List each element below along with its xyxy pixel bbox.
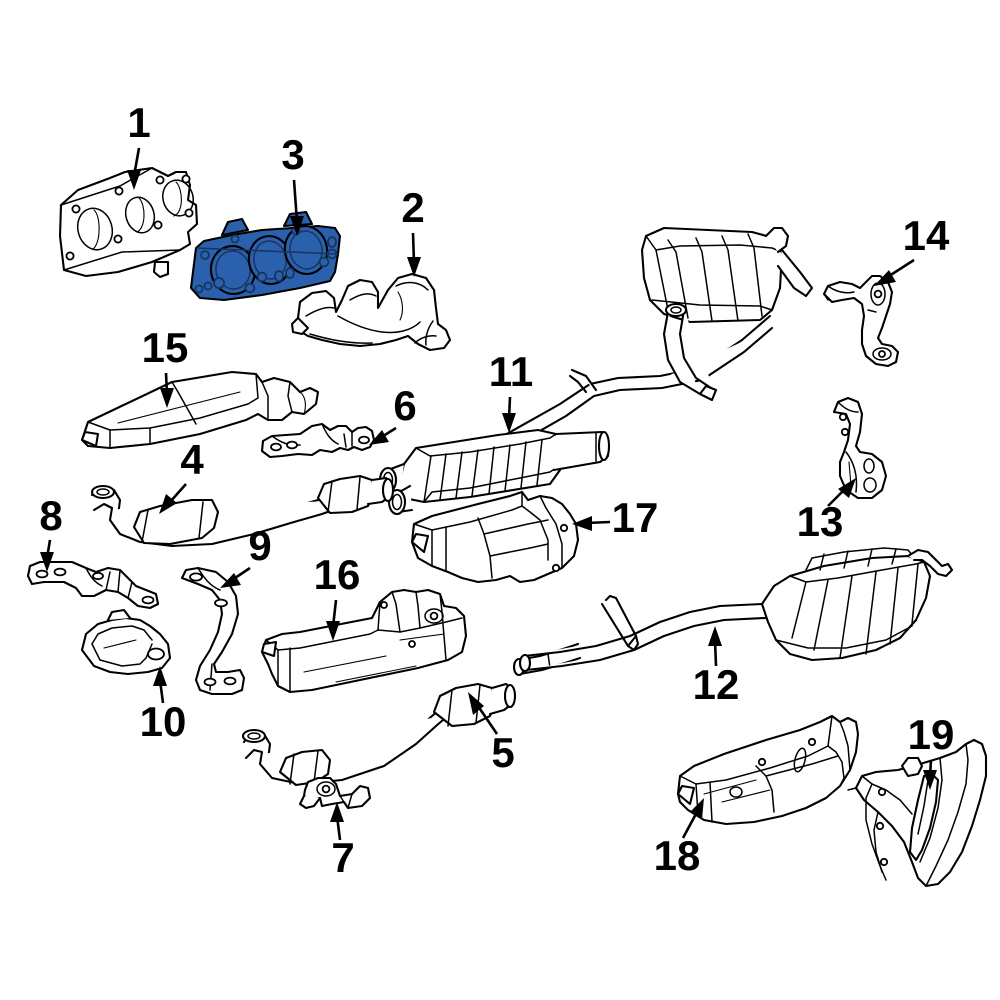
part-11-center-muffler-resonator[interactable] [378,314,774,516]
part-16-exhaust-heat-shield[interactable] [260,588,468,694]
callout-label-12: 12 [693,661,740,708]
part-7-exhaust-mount-bracket[interactable] [298,776,372,810]
part-19-exhaust-heat-shield[interactable] [847,738,988,888]
callout-label-17: 17 [612,494,659,541]
callout-label-1: 1 [127,99,150,146]
callout-1[interactable]: 1 [127,99,151,190]
callout-3[interactable]: 3 [281,131,305,236]
callout-18[interactable]: 18 [654,798,704,879]
callout-9[interactable]: 9 [220,522,272,588]
part-13-exhaust-hanger-bracket[interactable] [832,396,888,500]
callout-16[interactable]: 16 [314,551,361,641]
callout-17[interactable]: 17 [572,494,658,541]
callout-label-3: 3 [281,131,304,178]
callout-label-7: 7 [331,834,354,881]
callout-12[interactable]: 12 [693,626,740,708]
callout-label-19: 19 [908,711,955,758]
callout-label-9: 9 [248,522,271,569]
part-6-exhaust-bracket[interactable] [260,422,376,459]
part-8-exhaust-bracket[interactable] [26,560,160,610]
part-1-exhaust-manifold-gasket-left[interactable] [58,166,199,279]
part-15-exhaust-heat-shield[interactable] [80,370,320,450]
callout-6[interactable]: 6 [369,382,417,445]
part-18-exhaust-heat-shield[interactable] [676,714,860,826]
part-3-exhaust-manifold-gasket-highlight[interactable] [189,210,342,302]
callout-label-14: 14 [903,212,950,259]
callout-label-10: 10 [140,698,187,745]
callout-15[interactable]: 15 [142,324,189,408]
callout-13[interactable]: 13 [797,478,856,545]
part-17-exhaust-heat-shield[interactable] [410,490,580,584]
part-14-exhaust-hanger-bracket[interactable] [822,274,900,368]
callout-19[interactable]: 19 [908,711,955,790]
part-12-rear-exhaust-pipe[interactable] [518,547,954,673]
callout-label-13: 13 [797,498,844,545]
callout-label-4: 4 [180,436,204,483]
callout-label-16: 16 [314,551,361,598]
rear-muffler-upper[interactable] [640,226,814,402]
callout-label-2: 2 [401,184,424,231]
part-4-front-catalytic-converter-pipe[interactable] [90,474,395,548]
callout-layer: 1 3 2 14 [39,99,954,881]
callout-label-6: 6 [393,382,416,429]
callout-label-18: 18 [654,832,701,879]
callout-11[interactable]: 11 [489,348,533,433]
part-9-exhaust-hanger-bracket[interactable] [180,566,246,696]
callout-2[interactable]: 2 [401,184,425,277]
callout-4[interactable]: 4 [159,436,204,514]
callout-14[interactable]: 14 [874,212,950,286]
part-10-exhaust-heat-insulator[interactable] [80,608,172,676]
part-2-exhaust-manifold[interactable] [290,272,452,352]
callout-label-11: 11 [489,348,533,395]
callout-label-8: 8 [39,492,62,539]
callout-10[interactable]: 10 [140,666,187,745]
callout-7[interactable]: 7 [330,802,355,881]
callout-5[interactable]: 5 [468,692,515,776]
callout-8[interactable]: 8 [39,492,63,572]
callout-label-15: 15 [142,324,189,371]
callout-label-5: 5 [491,729,514,776]
